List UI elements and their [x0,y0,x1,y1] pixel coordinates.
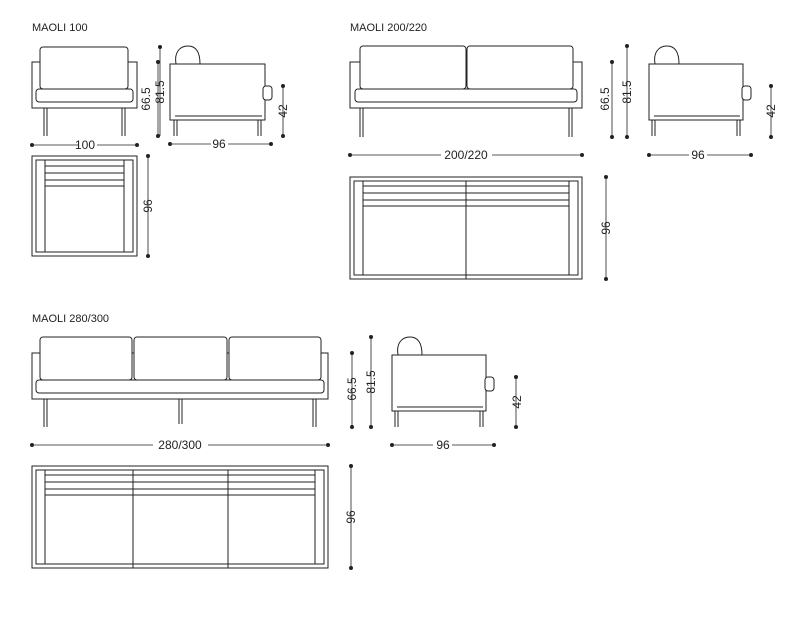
maoli-200-height-total: 81.5 [620,80,634,104]
maoli-280-width: 280/300 [158,438,202,452]
title-maoli-280: MAOLI 280/300 [32,313,109,325]
maoli-200-seat-dim: 42 [764,84,778,139]
maoli-280-plan-depth-dim: 96 [344,464,358,570]
maoli-200-side-view [648,45,752,136]
maoli-280-plan-view [31,465,329,569]
maoli-100-height-back: 66.5 [139,87,153,111]
maoli-200-height-seat: 42 [764,104,778,118]
maoli-280-height-total: 81.5 [364,370,378,394]
maoli-100-height-seat: 42 [276,104,290,118]
maoli-200-plan-view [349,176,583,280]
maoli-200-height-dims: 66.5 81.5 [598,44,634,139]
maoli-280-front-view [31,336,329,427]
maoli-280-height-dims: 66.5 81.5 [345,335,378,429]
maoli-100-seat-dim: 42 [276,84,290,138]
maoli-200-width: 200/220 [444,148,488,162]
maoli-100-width-dim: 100 [30,138,139,152]
maoli-280-depth-plan: 96 [344,510,358,524]
maoli-280-height-seat: 42 [510,395,524,409]
maoli-200-height-back: 66.5 [598,87,612,111]
maoli-100-width: 100 [75,138,95,152]
title-maoli-100: MAOLI 100 [32,22,88,34]
maoli-200-side-depth-dim: 96 [647,148,753,162]
maoli-280-depth-side: 96 [436,438,450,452]
title-maoli-200: MAOLI 200/220 [350,22,427,34]
maoli-100-height-dims: 66.5 81.5 [139,45,167,138]
maoli-280-width-dim: 280/300 [30,438,330,452]
maoli-280-height-back: 66.5 [345,377,359,401]
maoli-100-side-depth-dim: 96 [168,137,273,151]
maoli-200-depth-side: 96 [691,148,705,162]
maoli-100-plan-depth-dim: 96 [141,154,155,258]
maoli-200-plan-depth-dim: 96 [599,175,613,281]
maoli-280-side-view [391,336,495,427]
maoli-100-depth-plan: 96 [141,199,155,213]
maoli-200-depth-plan: 96 [599,221,613,235]
maoli-200-width-dim: 200/220 [348,148,584,162]
maoli-100-depth-side: 96 [212,137,226,151]
maoli-280-side-depth-dim: 96 [390,438,496,452]
maoli-100-plan-view [31,155,138,257]
maoli-100-side-view [169,45,273,136]
maoli-280-seat-dim: 42 [510,375,524,429]
maoli-200-front-view [349,45,583,137]
maoli-100-height-total: 81.5 [153,80,167,104]
maoli-100-front-view [31,46,138,136]
